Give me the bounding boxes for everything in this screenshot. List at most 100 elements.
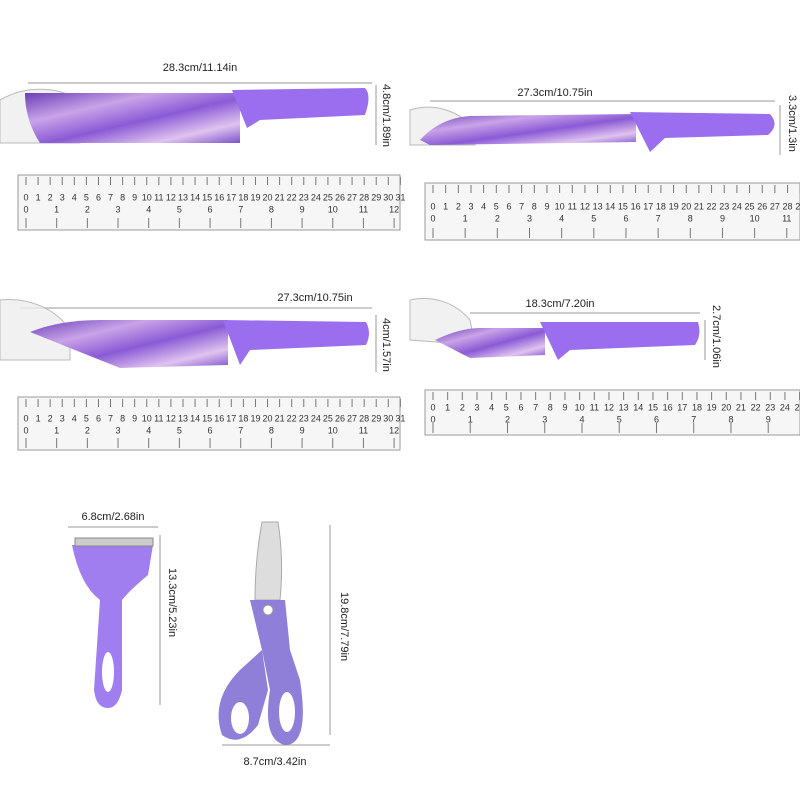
cm-tick-label: 27 bbox=[347, 193, 357, 203]
cm-tick-label: 8 bbox=[532, 202, 537, 212]
cm-tick-label: 23 bbox=[765, 403, 775, 413]
cm-tick-label: 6 bbox=[518, 403, 523, 413]
cm-tick-label: 23 bbox=[719, 202, 729, 212]
cm-tick-label: 7 bbox=[108, 193, 113, 203]
cm-tick-label: 19 bbox=[250, 414, 260, 424]
inch-tick-label: 8 bbox=[269, 205, 274, 215]
inch-tick-label: 8 bbox=[269, 426, 274, 436]
cm-tick-label: 12 bbox=[604, 403, 614, 413]
cm-tick-label: 2 bbox=[48, 414, 53, 424]
cm-tick-label: 5 bbox=[494, 202, 499, 212]
inch-tick-label: 4 bbox=[559, 214, 564, 224]
inch-tick-label: 6 bbox=[654, 415, 659, 425]
cm-tick-label: 27 bbox=[347, 414, 357, 424]
cm-tick-label: 12 bbox=[166, 414, 176, 424]
inch-tick-label: 3 bbox=[116, 426, 121, 436]
scissors-width: 8.7cm/3.42in bbox=[243, 756, 307, 768]
cm-tick-label: 24 bbox=[780, 403, 790, 413]
cm-tick-label: 3 bbox=[60, 414, 65, 424]
cm-tick-label: 26 bbox=[335, 414, 345, 424]
cm-tick-label: 2 bbox=[456, 202, 461, 212]
cm-tick-label: 20 bbox=[263, 193, 273, 203]
cm-tick-label: 17 bbox=[226, 414, 236, 424]
inch-tick-label: 12 bbox=[389, 426, 399, 436]
cm-tick-label: 20 bbox=[263, 414, 273, 424]
cm-tick-label: 0 bbox=[23, 414, 28, 424]
inch-tick-label: 2 bbox=[505, 415, 510, 425]
peeler-width: 6.8cm/2.68in bbox=[81, 511, 145, 523]
cm-tick-label: 3 bbox=[468, 202, 473, 212]
inch-tick-label: 11 bbox=[359, 205, 368, 215]
cm-tick-label: 17 bbox=[226, 193, 236, 203]
chef-knife-height: 4.8cm/1.89in bbox=[380, 84, 392, 147]
cm-tick-label: 25 bbox=[795, 403, 800, 413]
cm-tick-label: 1 bbox=[36, 193, 41, 203]
cm-tick-label: 4 bbox=[481, 202, 486, 212]
inch-tick-label: 1 bbox=[463, 214, 468, 224]
inch-tick-label: 0 bbox=[23, 205, 28, 215]
cm-tick-label: 26 bbox=[335, 193, 345, 203]
inch-tick-label: 7 bbox=[691, 415, 696, 425]
cm-tick-label: 31 bbox=[395, 193, 405, 203]
inch-tick-label: 6 bbox=[208, 426, 213, 436]
inch-tick-label: 7 bbox=[238, 426, 243, 436]
cm-tick-label: 15 bbox=[202, 193, 212, 203]
inch-tick-label: 3 bbox=[116, 205, 121, 215]
inch-tick-label: 9 bbox=[720, 214, 725, 224]
cm-tick-label: 20 bbox=[721, 403, 731, 413]
cm-tick-label: 5 bbox=[84, 414, 89, 424]
peeler-height: 13.3cm/5.23in bbox=[166, 568, 178, 638]
inch-tick-label: 7 bbox=[656, 214, 661, 224]
cm-tick-label: 21 bbox=[736, 403, 746, 413]
cm-tick-label: 23 bbox=[299, 414, 309, 424]
cm-tick-label: 18 bbox=[238, 193, 248, 203]
inch-tick-label: 8 bbox=[688, 214, 693, 224]
cm-tick-label: 2 bbox=[48, 193, 53, 203]
cm-tick-label: 22 bbox=[287, 193, 297, 203]
cm-tick-label: 31 bbox=[395, 414, 405, 424]
cm-tick-label: 14 bbox=[633, 403, 643, 413]
cm-tick-label: 25 bbox=[745, 202, 755, 212]
cm-tick-label: 14 bbox=[190, 414, 200, 424]
cm-tick-label: 11 bbox=[568, 202, 577, 212]
inch-tick-label: 4 bbox=[146, 426, 151, 436]
cm-tick-label: 15 bbox=[202, 414, 212, 424]
inch-tick-label: 4 bbox=[579, 415, 584, 425]
peeler bbox=[72, 537, 154, 708]
cm-tick-label: 19 bbox=[250, 193, 260, 203]
cm-tick-label: 15 bbox=[648, 403, 658, 413]
cm-tick-label: 14 bbox=[190, 193, 200, 203]
cm-tick-label: 14 bbox=[605, 202, 615, 212]
cm-tick-label: 19 bbox=[707, 403, 717, 413]
cm-tick-label: 21 bbox=[694, 202, 704, 212]
inch-tick-label: 8 bbox=[728, 415, 733, 425]
cm-tick-label: 9 bbox=[562, 403, 567, 413]
inch-tick-label: 10 bbox=[750, 214, 760, 224]
cm-tick-label: 30 bbox=[383, 193, 393, 203]
cm-tick-label: 0 bbox=[430, 403, 435, 413]
cm-tick-label: 18 bbox=[656, 202, 666, 212]
cm-tick-label: 19 bbox=[669, 202, 679, 212]
inch-tick-label: 3 bbox=[527, 214, 532, 224]
cm-tick-label: 4 bbox=[489, 403, 494, 413]
cm-tick-label: 16 bbox=[214, 414, 224, 424]
cm-tick-label: 11 bbox=[154, 414, 163, 424]
cm-tick-label: 26 bbox=[757, 202, 767, 212]
cm-tick-label: 7 bbox=[533, 403, 538, 413]
cm-tick-label: 18 bbox=[238, 414, 248, 424]
cm-tick-label: 24 bbox=[311, 414, 321, 424]
paring-knife-length: 18.3cm/7.20in bbox=[525, 298, 595, 310]
chef-knife bbox=[25, 88, 369, 143]
inch-tick-label: 10 bbox=[328, 426, 338, 436]
cm-tick-label: 8 bbox=[548, 403, 553, 413]
slicing-knife bbox=[30, 320, 369, 368]
cm-tick-label: 10 bbox=[555, 202, 565, 212]
cm-tick-label: 15 bbox=[618, 202, 628, 212]
cm-tick-label: 10 bbox=[142, 193, 152, 203]
cm-tick-label: 9 bbox=[544, 202, 549, 212]
cm-tick-label: 0 bbox=[430, 202, 435, 212]
cm-tick-label: 29 bbox=[795, 202, 800, 212]
